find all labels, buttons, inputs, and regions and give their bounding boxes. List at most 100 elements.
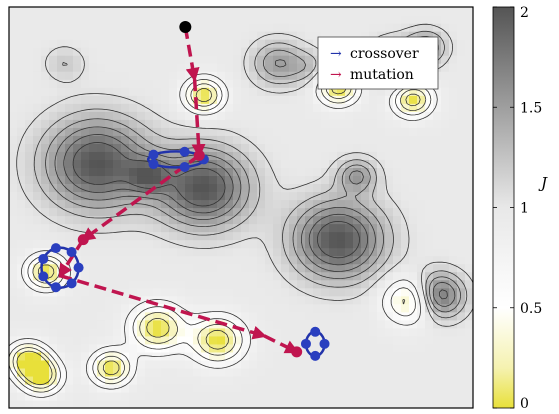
field-cell (17, 159, 26, 168)
field-cell (33, 367, 42, 377)
field-cell (281, 23, 290, 32)
crossover-point (38, 253, 49, 264)
field-cell (41, 63, 50, 72)
field-cell (257, 95, 266, 104)
field-cell (169, 311, 178, 321)
field-cell (153, 7, 162, 16)
field-cell (57, 303, 66, 313)
field-cell (57, 15, 66, 24)
field-cell (145, 263, 154, 273)
field-cell (129, 55, 138, 64)
field-cell (41, 279, 50, 289)
field-cell (161, 7, 170, 16)
field-cell (417, 207, 426, 217)
field-cell (57, 231, 66, 241)
field-cell (425, 335, 434, 345)
field-cell (321, 247, 330, 257)
field-cell (433, 159, 442, 168)
field-cell (313, 295, 322, 305)
field-cell (265, 95, 274, 104)
field-cell (145, 391, 154, 401)
field-cell (465, 31, 473, 40)
field-cell (425, 295, 434, 305)
field-cell (129, 111, 138, 120)
field-cell (329, 223, 338, 233)
field-cell (233, 71, 242, 80)
field-cell (201, 391, 210, 401)
field-cell (289, 223, 298, 233)
field-cell (41, 47, 50, 56)
field-cell (409, 295, 418, 305)
field-cell (49, 255, 58, 265)
field-cell (377, 135, 386, 144)
field-cell (129, 159, 138, 168)
field-cell (89, 279, 98, 289)
field-cell (377, 175, 386, 185)
field-cell (153, 375, 162, 385)
field-cell (297, 375, 306, 385)
field-cell (177, 63, 186, 72)
field-cell (289, 39, 298, 48)
field-cell (289, 127, 298, 136)
field-cell (353, 327, 362, 337)
field-cell (289, 23, 298, 32)
field-cell (57, 167, 66, 177)
field-cell (273, 7, 282, 16)
field-cell (393, 215, 402, 225)
field-cell (153, 191, 162, 201)
field-cell (457, 359, 466, 369)
field-cell (305, 383, 314, 393)
field-cell (145, 287, 154, 297)
field-cell (273, 383, 282, 393)
field-cell (73, 207, 82, 217)
field-cell (369, 127, 378, 136)
field-cell (281, 295, 290, 305)
field-cell (65, 311, 74, 321)
field-cell (321, 103, 330, 112)
field-cell (209, 391, 218, 401)
field-cell (145, 135, 154, 144)
field-cell (113, 311, 122, 321)
field-cell (97, 87, 106, 96)
field-cell (441, 95, 450, 104)
field-cell (241, 391, 250, 401)
field-cell (233, 319, 242, 329)
field-cell (457, 335, 466, 345)
field-cell (393, 23, 402, 32)
field-cell (129, 87, 138, 96)
field-cell (377, 15, 386, 24)
field-cell (273, 31, 282, 40)
field-cell (17, 111, 26, 120)
field-cell (225, 167, 234, 177)
field-cell (281, 143, 290, 152)
field-cell (289, 311, 298, 321)
field-cell (121, 327, 130, 337)
field-cell (73, 167, 82, 177)
field-cell (121, 87, 130, 96)
field-cell (449, 119, 458, 128)
field-cell (457, 39, 466, 48)
legend-box (317, 36, 439, 90)
field-cell (97, 303, 106, 313)
field-cell (209, 183, 218, 193)
field-cell (57, 39, 66, 48)
field-cell (65, 231, 74, 241)
field-cell (329, 151, 338, 160)
field-cell (105, 151, 114, 160)
field-cell (225, 351, 234, 361)
field-cell (409, 263, 418, 273)
field-cell (121, 255, 130, 265)
field-cell (377, 159, 386, 168)
field-cell (377, 263, 386, 273)
field-cell (297, 303, 306, 313)
field-cell (129, 191, 138, 201)
field-cell (105, 79, 114, 88)
field-cell (449, 359, 458, 369)
field-cell (177, 215, 186, 225)
field-cell (449, 263, 458, 273)
field-cell (185, 111, 194, 120)
field-cell (449, 295, 458, 305)
field-cell (249, 143, 258, 152)
field-cell (361, 7, 370, 16)
field-cell (89, 319, 98, 329)
